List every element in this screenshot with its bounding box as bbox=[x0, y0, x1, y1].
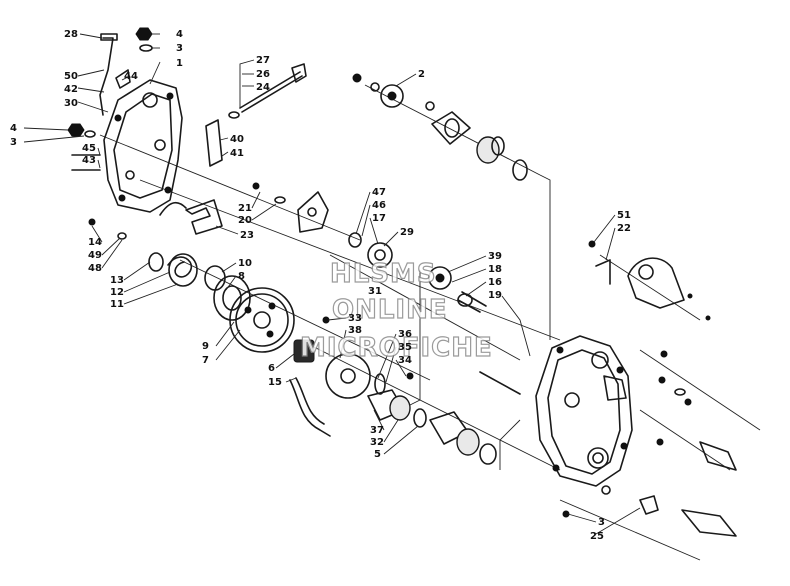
callout-2: 2 bbox=[418, 69, 425, 80]
callout-31: 31 bbox=[368, 286, 382, 297]
callout-4-left: 4 bbox=[10, 123, 17, 134]
callout-12: 12 bbox=[110, 287, 124, 298]
callout-21: 21 bbox=[238, 203, 252, 214]
callout-34: 34 bbox=[398, 355, 412, 366]
left-spring-stack bbox=[88, 218, 226, 291]
callout-18: 18 bbox=[488, 264, 502, 275]
callout-49: 49 bbox=[88, 250, 102, 261]
callout-30: 30 bbox=[64, 98, 78, 109]
callout-23: 23 bbox=[240, 230, 254, 241]
callout-6: 6 bbox=[268, 363, 275, 374]
gear-case-cover bbox=[103, 79, 183, 213]
callout-27: 27 bbox=[256, 55, 270, 66]
callout-10: 10 bbox=[238, 258, 252, 269]
callout-47: 47 bbox=[372, 187, 386, 198]
callout-41: 41 bbox=[230, 148, 244, 159]
callout-labels: 28 4 3 1 50 44 42 30 4 3 45 43 27 26 24 … bbox=[10, 29, 631, 542]
callout-38: 38 bbox=[348, 325, 362, 336]
callout-14: 14 bbox=[88, 237, 102, 248]
callout-20: 20 bbox=[238, 215, 252, 226]
callout-7: 7 bbox=[202, 355, 209, 366]
callout-50: 50 bbox=[64, 71, 78, 82]
callout-22: 22 bbox=[617, 223, 631, 234]
shift-lever bbox=[99, 33, 131, 116]
callout-51: 51 bbox=[617, 210, 631, 221]
callout-40: 40 bbox=[230, 134, 244, 145]
callout-24: 24 bbox=[256, 82, 270, 93]
intermediate-gear bbox=[348, 232, 393, 268]
callout-11: 11 bbox=[110, 299, 124, 310]
callout-29: 29 bbox=[400, 227, 414, 238]
cover-fasteners-top bbox=[67, 27, 153, 171]
drive-chain bbox=[289, 339, 331, 437]
callout-46: 46 bbox=[372, 200, 386, 211]
output-hub bbox=[367, 371, 521, 465]
callout-37: 37 bbox=[370, 425, 384, 436]
watermark-line-2: ONLINE bbox=[332, 295, 448, 325]
watermark-line-3: MICROFICHE bbox=[300, 333, 493, 363]
callout-26: 26 bbox=[256, 69, 270, 80]
callout-3-left: 3 bbox=[10, 137, 17, 148]
callout-9: 9 bbox=[202, 341, 209, 352]
assembly-axis-lines bbox=[99, 84, 761, 561]
callout-16: 16 bbox=[488, 277, 502, 288]
large-driven-gear bbox=[213, 275, 295, 353]
chain-tensioner bbox=[252, 182, 329, 233]
callout-48: 48 bbox=[88, 263, 102, 274]
callout-44: 44 bbox=[124, 71, 138, 82]
callout-25: 25 bbox=[590, 531, 604, 542]
callout-33: 33 bbox=[348, 313, 362, 324]
bracket-plate bbox=[205, 119, 223, 167]
callout-28: 28 bbox=[64, 29, 78, 40]
right-bolts bbox=[562, 350, 737, 537]
callout-3-top: 3 bbox=[176, 43, 183, 54]
idler-shaft bbox=[228, 63, 307, 119]
main-gear-case bbox=[535, 335, 633, 487]
callout-5: 5 bbox=[374, 449, 381, 460]
callout-1: 1 bbox=[176, 58, 183, 69]
drive-sprocket-top bbox=[352, 73, 528, 181]
side-cover bbox=[588, 240, 711, 321]
callout-43: 43 bbox=[82, 155, 96, 166]
callout-4-top: 4 bbox=[176, 29, 183, 40]
callout-17: 17 bbox=[372, 213, 386, 224]
callout-45: 45 bbox=[82, 143, 96, 154]
callout-13: 13 bbox=[110, 275, 124, 286]
callout-8: 8 bbox=[238, 271, 245, 282]
callout-42: 42 bbox=[64, 84, 78, 95]
upper-sprocket bbox=[428, 266, 487, 313]
leader-lines bbox=[23, 33, 641, 535]
callout-19: 19 bbox=[488, 290, 502, 301]
watermark: HLSMS ONLINE MICROFICHE bbox=[299, 258, 493, 363]
callout-32: 32 bbox=[370, 437, 384, 448]
callout-15: 15 bbox=[268, 377, 282, 388]
callout-36: 36 bbox=[398, 329, 412, 340]
callout-3-bottom: 3 bbox=[598, 517, 605, 528]
callout-35: 35 bbox=[398, 342, 412, 353]
retainer-clip bbox=[159, 199, 223, 235]
callout-39: 39 bbox=[488, 251, 502, 262]
watermark-line-1: HLSMS bbox=[330, 259, 437, 289]
